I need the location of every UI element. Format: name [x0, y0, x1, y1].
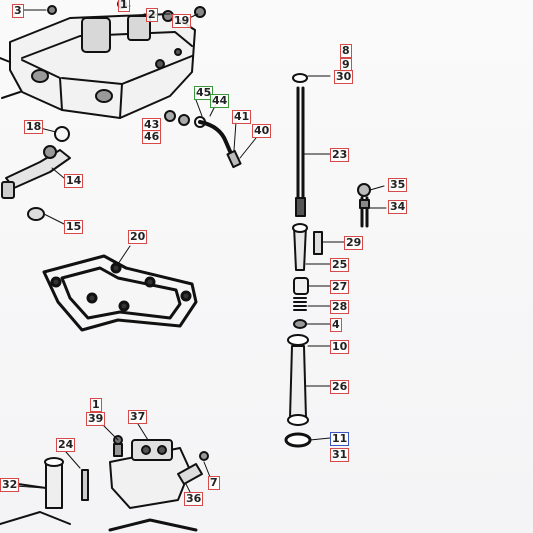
callout-11: 11 [330, 432, 350, 446]
callout-1-lower: 1 [90, 398, 102, 412]
callout-4: 4 [330, 318, 342, 332]
callout-1-top: 1 [118, 0, 130, 12]
gasket-20 [42, 254, 198, 332]
callout-23: 23 [330, 148, 350, 162]
push-rod-assembly [284, 73, 323, 448]
callout-36: 36 [184, 492, 204, 506]
callout-39: 39 [86, 412, 106, 426]
bolt-34 [357, 183, 371, 228]
callout-7: 7 [208, 476, 220, 490]
callout-29: 29 [344, 236, 364, 250]
callout-10: 10 [330, 340, 350, 354]
bushing-15 [27, 207, 45, 221]
callout-15: 15 [64, 220, 84, 234]
callout-45: 45 [194, 86, 214, 100]
callout-2: 2 [146, 8, 158, 22]
callout-26: 26 [330, 380, 350, 394]
callout-41: 41 [232, 110, 252, 124]
callout-19: 19 [172, 14, 192, 28]
callout-27: 27 [330, 280, 350, 294]
callout-44: 44 [210, 94, 230, 108]
washer-18 [54, 126, 70, 142]
rocker-box-part [0, 13, 196, 119]
callout-30: 30 [334, 70, 354, 84]
callout-37: 37 [128, 410, 148, 424]
callout-46: 46 [142, 130, 162, 144]
callout-32: 32 [0, 478, 20, 492]
callout-18: 18 [24, 120, 44, 134]
callout-8: 8 [340, 44, 352, 58]
callout-28: 28 [330, 300, 350, 314]
callout-20: 20 [128, 230, 148, 244]
callout-24: 24 [56, 438, 76, 452]
callout-14: 14 [64, 174, 84, 188]
callout-31: 31 [330, 448, 350, 462]
callout-40: 40 [252, 124, 272, 138]
callout-35: 35 [388, 178, 408, 192]
callout-34: 34 [388, 200, 408, 214]
lower-left-parts [0, 435, 209, 532]
callout-25: 25 [330, 258, 350, 272]
oil-line-fitting [164, 110, 242, 169]
rocker-arm [1, 145, 71, 199]
callout-3: 3 [12, 4, 24, 18]
